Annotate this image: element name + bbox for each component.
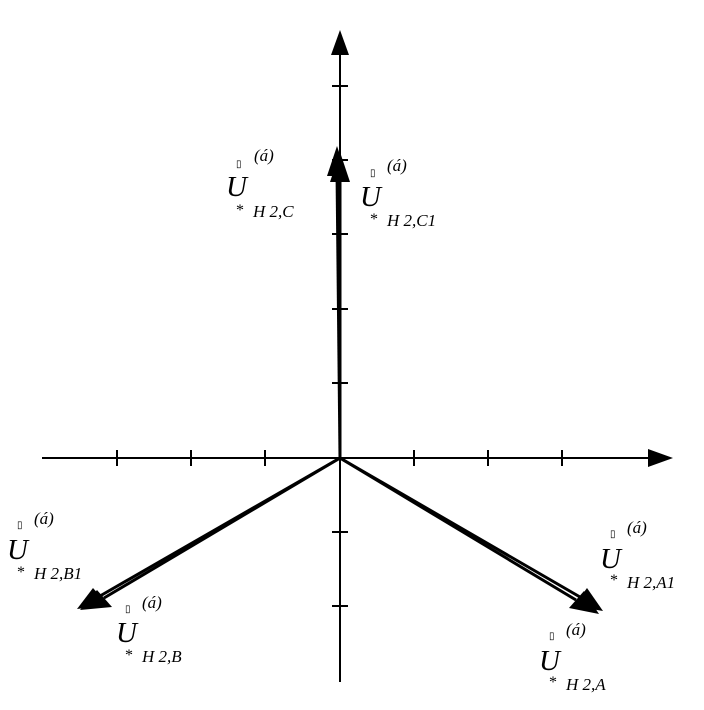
- x-axis-arrowhead: [648, 449, 673, 467]
- svg-text:*: *: [17, 564, 25, 581]
- label-ua1: ▯ (á) U * H 2,A1: [600, 518, 675, 592]
- svg-text:*: *: [370, 211, 378, 228]
- label-ub: ▯ (á) U * H 2,B: [116, 593, 182, 666]
- svg-text:(á): (á): [627, 518, 647, 537]
- svg-text:U: U: [600, 543, 623, 575]
- svg-text:H 2,C1: H 2,C1: [386, 211, 436, 230]
- svg-text:H 2,B1: H 2,B1: [33, 564, 82, 583]
- svg-text:▯: ▯: [125, 604, 131, 615]
- svg-text:U: U: [360, 181, 383, 213]
- svg-text:▯: ▯: [610, 529, 616, 540]
- vector-uc1: [330, 152, 350, 458]
- svg-text:H 2,B: H 2,B: [141, 647, 182, 666]
- y-axis-arrowhead: [331, 30, 349, 55]
- svg-text:*: *: [236, 202, 244, 219]
- svg-text:▯: ▯: [370, 168, 376, 179]
- vector-ub: [80, 456, 341, 610]
- svg-text:H 2,C: H 2,C: [252, 202, 294, 221]
- svg-text:U: U: [539, 645, 562, 677]
- svg-text:U: U: [226, 171, 249, 203]
- svg-text:*: *: [549, 674, 557, 691]
- svg-text:(á): (á): [254, 146, 274, 165]
- svg-text:▯: ▯: [549, 631, 555, 642]
- svg-text:H 2,A: H 2,A: [565, 675, 606, 694]
- svg-text:▯: ▯: [17, 520, 23, 531]
- label-ub1: ▯ (á) U * H 2,B1: [7, 509, 82, 583]
- svg-text:H 2,A1: H 2,A1: [626, 573, 675, 592]
- vector-uc: [327, 146, 347, 459]
- svg-text:(á): (á): [34, 509, 54, 528]
- vector-ua: [339, 456, 599, 614]
- svg-text:(á): (á): [387, 156, 407, 175]
- svg-text:▯: ▯: [236, 159, 242, 170]
- svg-text:*: *: [610, 572, 618, 589]
- label-uc: ▯ (á) U * H 2,C: [226, 146, 294, 221]
- label-ua: ▯ (á) U * H 2,A: [539, 620, 606, 694]
- svg-text:(á): (á): [142, 593, 162, 612]
- svg-text:*: *: [125, 647, 133, 664]
- svg-text:U: U: [7, 534, 30, 566]
- svg-text:U: U: [116, 617, 139, 649]
- svg-text:(á): (á): [566, 620, 586, 639]
- label-uc1: ▯ (á) U * H 2,C1: [360, 156, 436, 230]
